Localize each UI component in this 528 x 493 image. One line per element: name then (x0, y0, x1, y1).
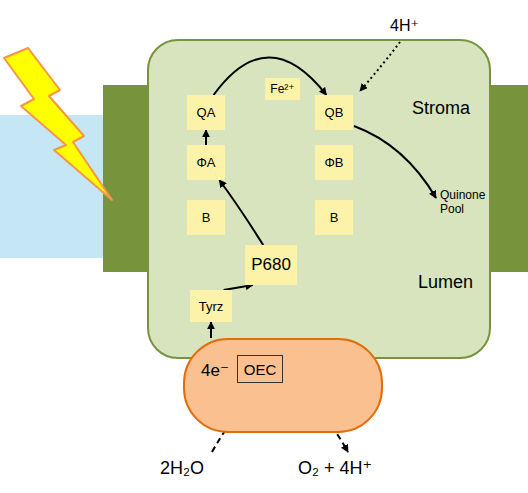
quinone-box: QB (315, 95, 353, 130)
pheophytin-box: ΦB (315, 145, 353, 180)
tyrosine-box: Tyrz (190, 290, 232, 322)
lightning-bolt (4, 48, 112, 200)
region-label: Lumen (418, 272, 473, 294)
product-label: O₂ + 4H⁺ (298, 458, 372, 480)
electron-transfer-arrow (210, 322, 212, 338)
proton-uptake-arrow (360, 42, 400, 91)
quinone-box: QA (187, 95, 225, 130)
node-text: Tyrz (199, 299, 224, 314)
oec-box: OEC (237, 355, 283, 383)
membrane-protein (488, 85, 528, 272)
node-text: 4e⁻ (201, 360, 229, 381)
quinone-arrow (354, 126, 436, 198)
oec-complex: 4e⁻ OEC (183, 338, 383, 433)
chlorophyll-box: B (187, 200, 225, 235)
node-text: P680 (251, 255, 291, 275)
node-text: OEC (244, 361, 277, 378)
node-text: B (330, 210, 339, 225)
reactant-label: 2H₂O (160, 458, 204, 480)
pheophytin-box: ΦA (187, 145, 225, 180)
node-text: ΦB (324, 155, 343, 170)
destination-label: Quinone Pool (440, 188, 488, 217)
node-text: QB (325, 105, 344, 120)
node-text: B (202, 210, 211, 225)
psii-complex (148, 40, 490, 358)
cofactor-box: Fe²⁺ (265, 78, 300, 100)
electron-transfer-arrow (205, 130, 207, 145)
node-text: ΦA (196, 155, 215, 170)
node-text: QA (197, 105, 216, 120)
electron-transfer-arrow (219, 180, 263, 245)
chlorophyll-box: B (315, 200, 353, 235)
proton-label: 4H⁺ (390, 16, 419, 35)
node-text: Fe²⁺ (270, 82, 294, 96)
region-label: Stroma (412, 98, 470, 120)
reaction-center-box: P680 (245, 245, 297, 285)
